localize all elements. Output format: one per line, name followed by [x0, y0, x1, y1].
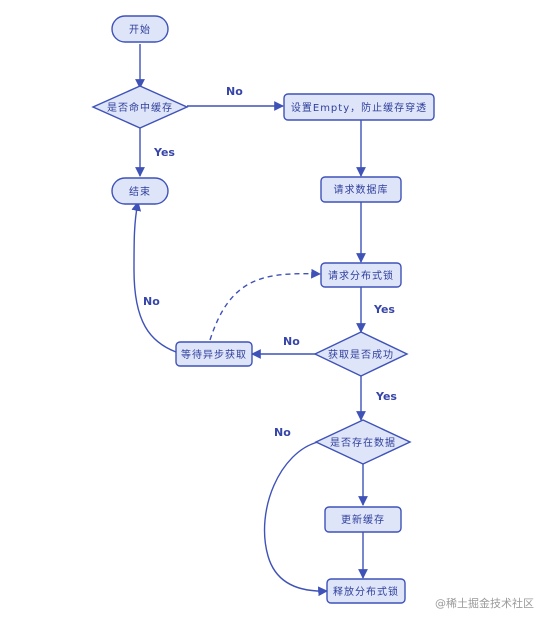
edge-label-acquire-yes: Yes — [375, 390, 397, 403]
node-acquire-success-label: 获取是否成功 — [328, 349, 394, 361]
edge-label-hit-no: No — [226, 85, 243, 98]
node-request-lock: 请求分布式锁 — [320, 262, 402, 288]
edge-wait-to-end — [131, 201, 177, 353]
node-end-label: 结束 — [129, 185, 151, 198]
edge-label-acquire-no: No — [283, 335, 300, 348]
node-update-cache-label: 更新缓存 — [341, 513, 385, 526]
node-set-empty-label: 设置Empty，防止缓存穿透 — [291, 101, 427, 114]
watermark: @稀土掘金技术社区 — [435, 596, 534, 610]
node-data-exists-label: 是否存在数据 — [330, 436, 396, 449]
node-data-exists: 是否存在数据 — [314, 419, 412, 465]
node-request-db-label: 请求数据库 — [334, 183, 389, 196]
node-release-lock-label: 释放分布式锁 — [333, 585, 399, 598]
node-request-db: 请求数据库 — [320, 176, 402, 203]
edge-label-exists-no: No — [274, 426, 291, 439]
node-set-empty: 设置Empty，防止缓存穿透 — [283, 93, 435, 121]
node-start-label: 开始 — [129, 23, 151, 36]
node-start: 开始 — [111, 15, 169, 43]
edge-wait-to-request-lock-dashed — [209, 268, 321, 341]
node-update-cache: 更新缓存 — [324, 506, 402, 533]
edges — [131, 44, 368, 597]
edge-label-lock-yes: Yes — [373, 303, 395, 316]
node-release-lock: 释放分布式锁 — [326, 578, 406, 604]
node-wait-async: 等待异步获取 — [175, 341, 253, 367]
node-end: 结束 — [111, 177, 169, 205]
node-cache-hit: 是否命中缓存 — [91, 85, 189, 129]
node-wait-async-label: 等待异步获取 — [181, 348, 247, 361]
edge-label-wait-no: No — [143, 295, 160, 308]
node-request-lock-label: 请求分布式锁 — [328, 269, 394, 282]
edge-label-hit-yes: Yes — [153, 146, 175, 159]
watermark-text: @稀土掘金技术社区 — [435, 596, 534, 610]
edge-data-exists-to-release-lock — [263, 441, 328, 597]
node-cache-hit-label: 是否命中缓存 — [107, 101, 173, 114]
node-acquire-success: 获取是否成功 — [313, 331, 409, 377]
